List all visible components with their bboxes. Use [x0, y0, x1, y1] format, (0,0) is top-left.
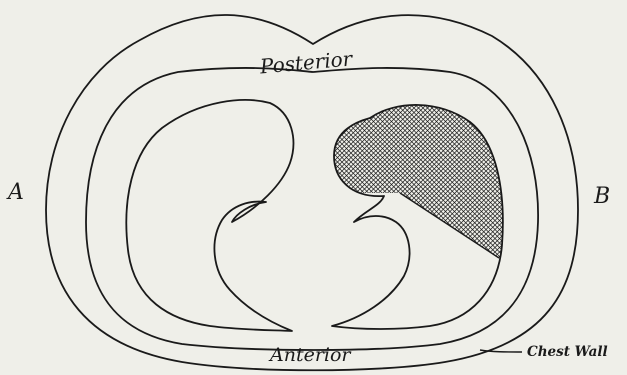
left-lung-shape: [126, 100, 293, 331]
right-lung-crosshatch-region: [332, 105, 503, 329]
posterior-label: Posterior: [258, 46, 355, 78]
side-b-label: B: [593, 184, 610, 209]
anterior-label: Anterior: [268, 344, 352, 366]
side-a-label: A: [6, 180, 24, 205]
chest-wall-label: Chest Wall: [527, 344, 608, 360]
